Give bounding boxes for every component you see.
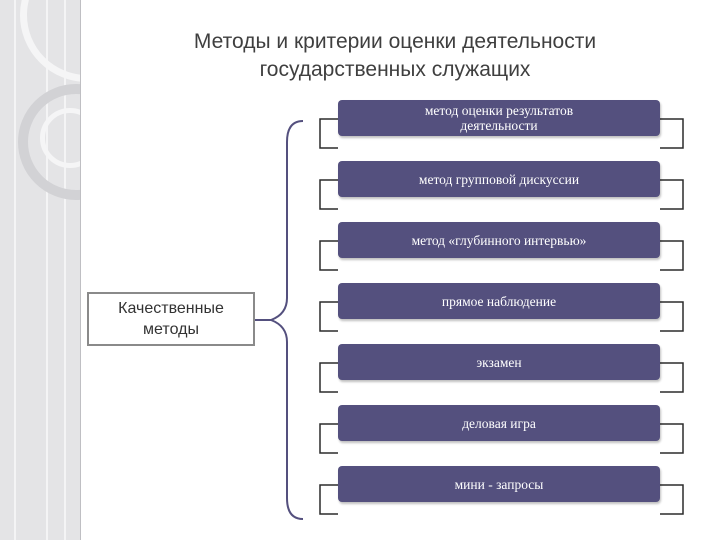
method-label: метод групповой дискуссии (418, 171, 580, 187)
sidebar-stripe (14, 0, 16, 540)
right-bracket-line (660, 301, 684, 332)
method-label: мини - запросы (454, 476, 544, 492)
method-box: метод групповой дискуссии (338, 161, 660, 197)
left-bracket-line (319, 301, 338, 332)
left-bracket-line (319, 362, 338, 393)
method-label: деловая игра (462, 415, 536, 431)
right-bracket-line (660, 179, 684, 210)
method-box: экзамен (338, 344, 660, 380)
right-bracket-line (660, 118, 684, 149)
grouping-brace (268, 120, 304, 520)
decorative-sidebar (0, 0, 81, 540)
left-bracket-line (319, 179, 338, 210)
method-label: метод оценки результатов (424, 103, 574, 118)
sidebar-stripe (46, 0, 48, 540)
category-label-line: Качественные (118, 300, 224, 317)
category-box: Качественные методы (87, 292, 255, 346)
left-bracket-line (319, 240, 338, 271)
page-title-line: государственных служащих (259, 58, 531, 81)
right-bracket-line (660, 423, 684, 454)
sidebar-ring-icon (40, 108, 80, 168)
method-label: экзамен (476, 354, 522, 370)
left-bracket-line (319, 484, 338, 515)
left-bracket-line (319, 423, 338, 454)
page-title: Методы и критерии оценки деятельности го… (110, 28, 680, 84)
method-box: прямое наблюдение (338, 283, 660, 319)
method-label: метод «глубинного интервью» (411, 232, 587, 248)
method-box: мини - запросы (338, 466, 660, 502)
left-bracket-line (319, 118, 338, 149)
sidebar-stripe (64, 0, 66, 540)
bracket-group (319, 118, 684, 515)
method-box: метод оценки результатов деятельности (338, 100, 660, 136)
category-label-line: методы (143, 321, 199, 338)
method-box: деловая игра (338, 405, 660, 441)
page-title-line: Методы и критерии оценки деятельности (193, 30, 597, 53)
right-bracket-line (660, 362, 684, 393)
right-bracket-line (660, 240, 684, 271)
method-label: деятельности (460, 118, 538, 133)
right-bracket-line (660, 484, 684, 515)
method-box: метод «глубинного интервью» (338, 222, 660, 258)
method-label: прямое наблюдение (441, 293, 557, 309)
